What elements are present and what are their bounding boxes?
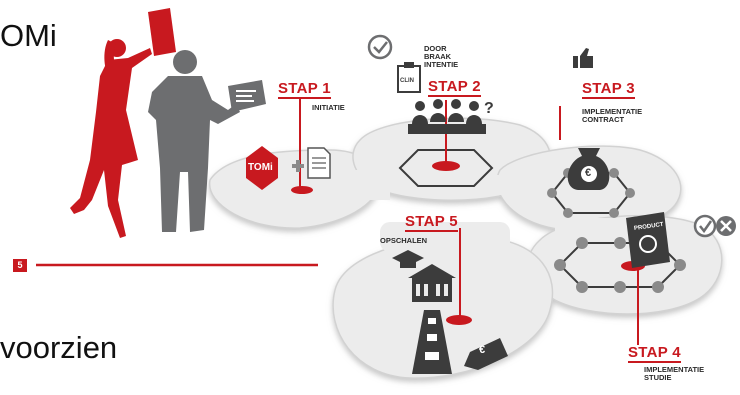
- step-5-subtitle: OPSCHALEN: [380, 236, 428, 245]
- tomi-hexagon-icon: [246, 146, 278, 190]
- product-box-icon: [626, 212, 670, 268]
- money-bag-euro: €: [585, 167, 592, 179]
- step-3-subtitle: IMPLEMENTATIE CONTRACT: [582, 107, 643, 124]
- slide-title-fragment: OMi: [0, 18, 57, 53]
- plus-icon: [292, 160, 304, 172]
- woman-figure: [70, 8, 176, 238]
- meeting-people-icon: [408, 99, 486, 134]
- step-1-label: STAP 1: [278, 80, 331, 99]
- price-tag-icon: [464, 338, 508, 370]
- clipboard-red: [148, 8, 176, 56]
- clipboard-label: CLIN: [400, 78, 414, 84]
- graduation-cap-icon: [392, 250, 424, 268]
- road-icon: [412, 310, 452, 374]
- figure-details: [236, 90, 256, 102]
- check-cross-icon: [693, 214, 736, 238]
- tomi-badge-label: TOMi: [248, 162, 273, 173]
- document-icon: [307, 147, 331, 179]
- step-1-subtitle: INITIATIE: [312, 103, 345, 112]
- hexagon-step-2: [398, 149, 494, 187]
- step-2-subtitle: DOOR BRAAK INTENTIE: [424, 44, 459, 69]
- thumbs-up-icon: [573, 48, 593, 68]
- building-windows: [416, 284, 448, 296]
- step-4-label: STAP 4: [628, 344, 681, 363]
- step-2-label: STAP 2: [428, 78, 481, 97]
- check-circle-icon: [367, 34, 393, 60]
- step-3-label: STAP 3: [582, 80, 635, 99]
- slide-bottom-fragment: voorzien: [0, 330, 118, 365]
- price-tag-euro: €: [479, 344, 486, 356]
- page-number: 5: [13, 259, 27, 272]
- clipboard-icon: [397, 62, 421, 93]
- money-bag-icon: [567, 148, 610, 190]
- step-4-subtitle: IMPLEMENTATIE STUDIE: [644, 365, 705, 382]
- step-5-label: STAP 5: [405, 213, 458, 232]
- question-mark: ?: [484, 100, 494, 117]
